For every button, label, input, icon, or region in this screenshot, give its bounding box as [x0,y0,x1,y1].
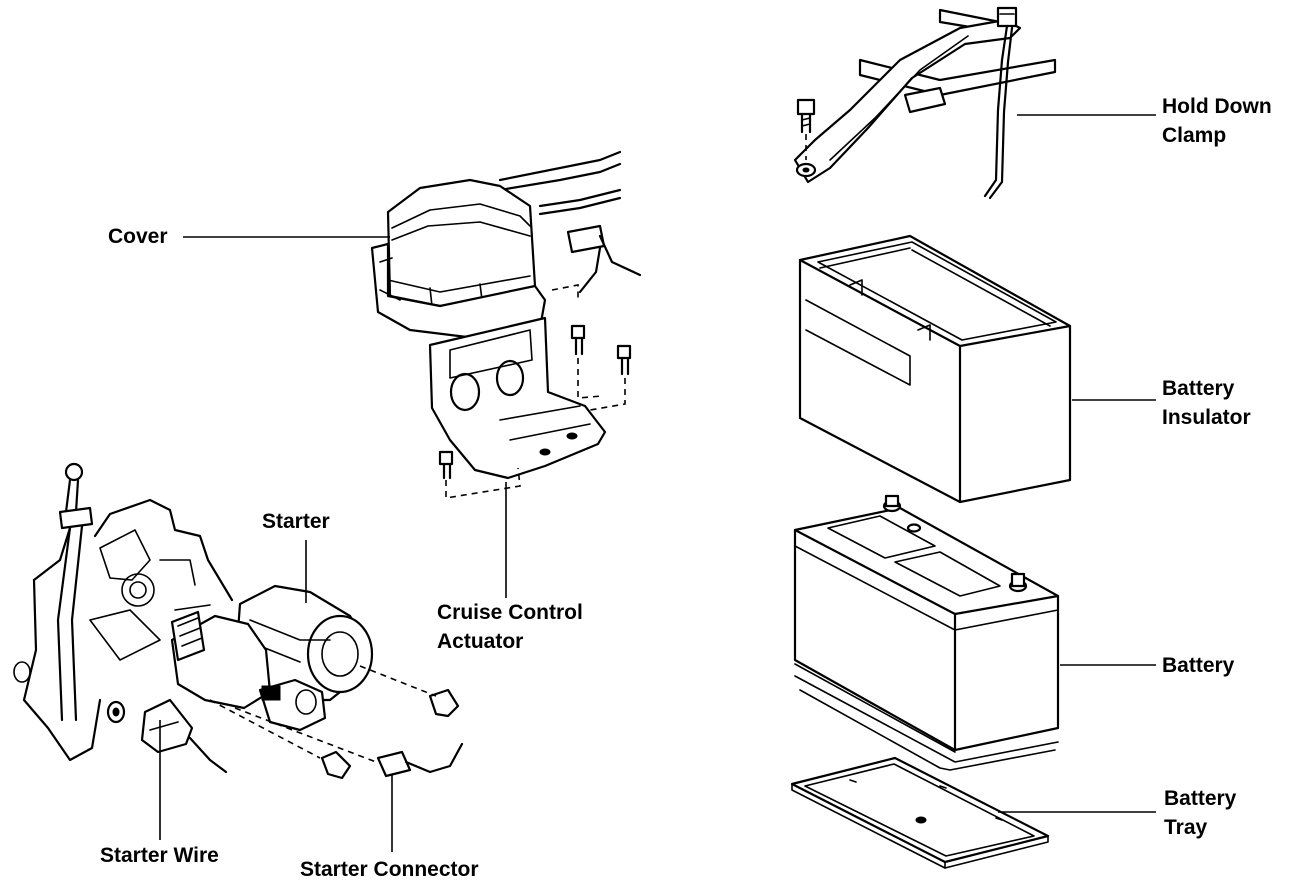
label-hold-down-clamp: Hold Down Clamp [1162,92,1272,150]
label-battery: Battery [1162,654,1235,677]
battery-drawing [793,494,1060,771]
label-battery-insulator-line2: Insulator [1162,406,1251,429]
label-cover: Cover [108,225,168,248]
label-hold-down-clamp-line1: Hold Down [1162,95,1272,118]
starter-drawing [13,462,464,780]
label-cruise-control-actuator-line2: Actuator [437,630,524,653]
label-battery-tray-line2: Tray [1164,816,1208,839]
hold-down-clamp-drawing [793,6,1057,200]
battery-tray-drawing [790,756,1050,869]
leader-lines [159,114,1156,852]
label-battery-tray-line1: Battery [1164,787,1237,810]
cruise-control-actuator-drawing [370,150,642,499]
label-starter: Starter [262,510,330,533]
label-starter-wire: Starter Wire [100,844,219,867]
label-cruise-control-actuator: Cruise Control Actuator [437,598,583,656]
label-hold-down-clamp-line2: Clamp [1162,124,1227,147]
label-battery-insulator-line1: Battery [1162,377,1235,400]
label-cruise-control-actuator-line1: Cruise Control [437,601,583,624]
label-battery-tray: Battery Tray [1164,784,1236,842]
label-starter-connector: Starter Connector [300,858,479,881]
label-battery-insulator: Battery Insulator [1162,374,1251,432]
battery-insulator-drawing [798,234,1072,504]
